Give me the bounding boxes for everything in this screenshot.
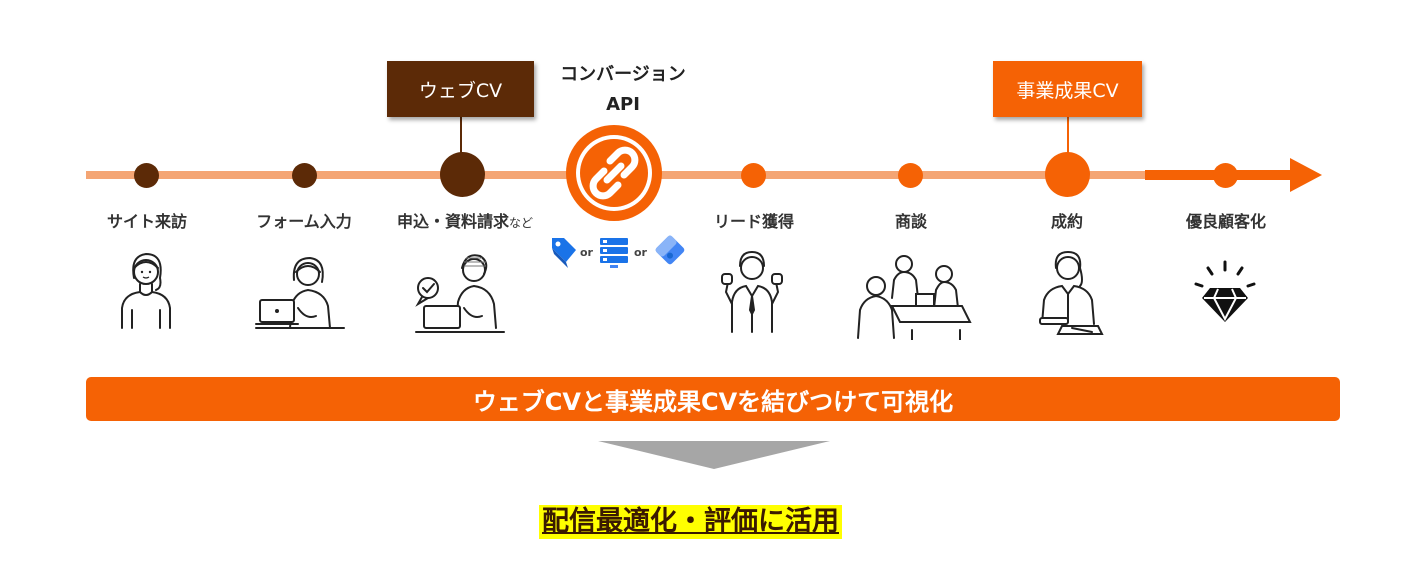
result-text: 配信最適化・評価に活用 bbox=[539, 505, 842, 539]
woman-application-icon bbox=[415, 254, 505, 333]
stage-label-form-input: フォーム入力 bbox=[256, 212, 352, 231]
conversion-api-title-line1: コンバージョン bbox=[560, 64, 686, 85]
stage-dot-form-input bbox=[292, 163, 317, 188]
stage-dot-meeting bbox=[898, 163, 923, 188]
stage-label-contract: 成約 bbox=[1050, 212, 1083, 231]
stage-label-lead: リード獲得 bbox=[713, 212, 794, 231]
stage-dot-site-visit bbox=[134, 163, 159, 188]
conversion-api-title: コンバージョン API bbox=[548, 60, 698, 120]
visualization-banner: ウェブCVと事業成果CVを結びつけて可視化 bbox=[86, 377, 1340, 421]
server-icon bbox=[600, 238, 628, 268]
link-icon bbox=[566, 125, 662, 221]
timeline-arrow-head bbox=[1290, 158, 1322, 192]
or-text-2: or bbox=[634, 246, 648, 259]
woman-laptop-icon bbox=[255, 256, 345, 329]
stage-dot-application bbox=[440, 152, 485, 197]
man-success-icon bbox=[721, 250, 783, 333]
stage-dot-lead bbox=[741, 163, 766, 188]
stage-label-application-suffix: など bbox=[509, 216, 534, 230]
diamond-icon bbox=[1194, 260, 1256, 322]
web-cv-connector bbox=[460, 117, 462, 157]
or-text-1: or bbox=[580, 246, 594, 259]
stage-label-application: 申込・資料請求など bbox=[396, 212, 534, 231]
woman-visitor-icon bbox=[121, 252, 171, 329]
business-meeting-icon bbox=[857, 255, 972, 340]
business-cv-tag: 事業成果CV bbox=[993, 61, 1142, 117]
gtm-icon bbox=[655, 235, 685, 265]
stage-dot-loyal-customer bbox=[1213, 163, 1238, 188]
business-cv-connector bbox=[1067, 117, 1069, 157]
conversion-api-title-line2: API bbox=[606, 94, 640, 115]
stage-label-site-visit: サイト来訪 bbox=[106, 212, 187, 231]
woman-contract-icon bbox=[1039, 250, 1104, 335]
stage-label-meeting: 商談 bbox=[894, 212, 927, 231]
stage-label-loyal-customer: 優良顧客化 bbox=[1185, 212, 1266, 231]
web-cv-tag: ウェブCV bbox=[387, 61, 534, 117]
down-arrow bbox=[598, 441, 830, 469]
tag-icon bbox=[552, 238, 576, 268]
stage-dot-contract bbox=[1045, 152, 1090, 197]
api-options: or or bbox=[552, 235, 685, 268]
